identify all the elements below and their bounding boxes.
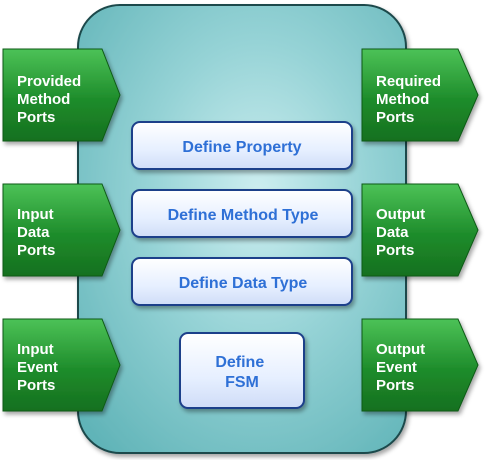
port-label-line: Ports <box>376 242 414 259</box>
port-label-line: Ports <box>17 109 55 126</box>
box-define-property: Define Property <box>131 121 353 170</box>
box-frame <box>131 189 353 238</box>
define-boxes: Define Property Define Method Type Defin… <box>131 121 353 409</box>
port-input-data-ports: Input Data Ports <box>2 183 121 277</box>
port-provided-method-ports: Provided Method Ports <box>2 48 121 142</box>
port-label-line: Ports <box>17 377 55 394</box>
box-label: Define FSM <box>215 354 268 391</box>
port-arrow <box>361 183 479 277</box>
right-ports: Required Method Ports Output Data Ports … <box>361 48 479 412</box>
box-label-line: Define <box>215 354 264 371</box>
port-arrow <box>361 318 479 412</box>
port-label: Output Event Ports <box>376 341 429 394</box>
port-required-method-ports: Required Method Ports <box>361 48 479 142</box>
box-label: Define Method Type <box>168 207 319 224</box>
port-label-line: Required <box>376 73 441 90</box>
port-arrow <box>2 183 121 277</box>
port-label: Output Data Ports <box>376 206 429 259</box>
port-label-line: Event <box>376 359 417 376</box>
left-ports: Provided Method Ports Input Data Ports I… <box>2 48 121 412</box>
port-label-line: Ports <box>376 109 414 126</box>
port-label-line: Output <box>376 206 425 223</box>
port-label: Required Method Ports <box>376 73 445 126</box>
port-input-event-ports: Input Event Ports <box>2 318 121 412</box>
port-label-line: Output <box>376 341 425 358</box>
box-define-fsm: Define FSM <box>179 332 305 409</box>
port-arrow <box>361 48 479 142</box>
port-output-data-ports: Output Data Ports <box>361 183 479 277</box>
port-output-event-ports: Output Event Ports <box>361 318 479 412</box>
port-label-line: Data <box>376 224 409 241</box>
box-label-line: FSM <box>225 374 259 391</box>
box-label-line: Define Method Type <box>168 207 319 224</box>
box-label: Define Property <box>182 139 301 156</box>
port-label: Input Event Ports <box>17 341 62 394</box>
port-label-line: Method <box>17 91 70 108</box>
box-define-method-type: Define Method Type <box>131 189 353 238</box>
box-frame <box>179 332 305 409</box>
port-label-line: Provided <box>17 73 81 90</box>
box-frame <box>131 121 353 170</box>
port-arrow <box>2 318 121 412</box>
port-label: Provided Method Ports <box>17 73 85 126</box>
box-define-data-type: Define Data Type <box>131 257 353 306</box>
port-label: Input Data Ports <box>17 206 58 259</box>
box-label: Define Data Type <box>179 275 308 292</box>
box-frame <box>131 257 353 306</box>
port-label-line: Ports <box>17 242 55 259</box>
port-arrow <box>2 48 121 142</box>
port-label-line: Method <box>376 91 429 108</box>
box-label-line: Define Data Type <box>179 275 308 292</box>
box-label-line: Define Property <box>182 139 301 156</box>
port-label-line: Input <box>17 206 54 223</box>
port-label-line: Input <box>17 341 54 358</box>
port-label-line: Event <box>17 359 58 376</box>
port-label-line: Ports <box>376 377 414 394</box>
port-label-line: Data <box>17 224 50 241</box>
